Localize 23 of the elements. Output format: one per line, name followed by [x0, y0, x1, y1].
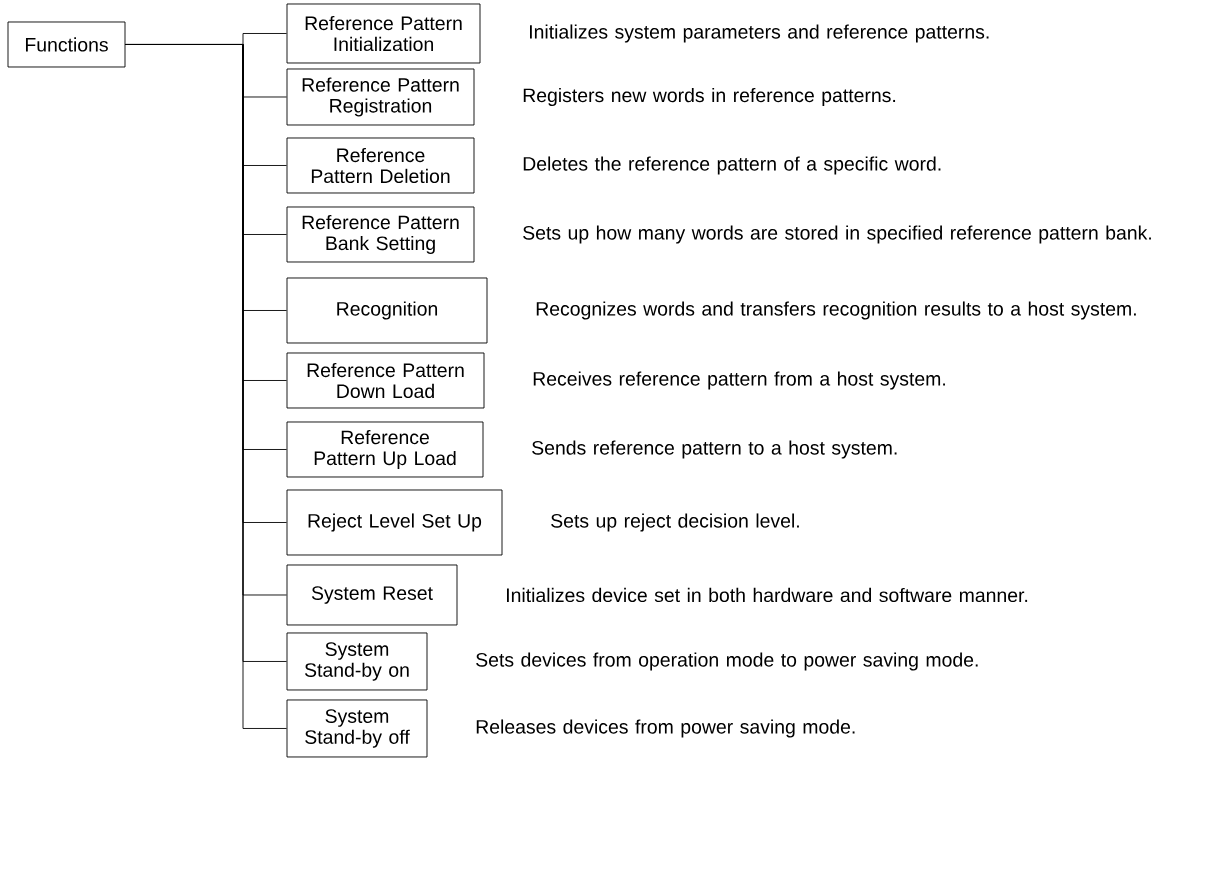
function-box: Reference Pattern Down Load — [286, 352, 485, 409]
description-text: Receives reference pattern from a host system. — [533, 371, 945, 390]
description-text: Registers new words in reference patterns. — [523, 87, 896, 107]
function-box: Reference Pattern Bank Setting — [286, 206, 475, 263]
root-box: Functions — [7, 21, 126, 68]
description-text: Sets up reject decision level. — [551, 513, 799, 532]
description-text: Initializes system parameters and reference patterns. — [530, 24, 989, 43]
function-box: System Stand-by on — [286, 632, 428, 691]
description-text: Deletes the reference pattern of a specific word. — [523, 156, 941, 175]
description-text: Sets up how many words are stored in specified reference pattern bank. — [523, 225, 1151, 244]
function-box: System Stand-by off — [286, 699, 428, 758]
function-box: Reference Pattern Up Load — [286, 421, 484, 478]
function-box: Reference Pattern Registration — [286, 68, 475, 126]
description-text: Sends reference pattern to a host system. — [532, 440, 897, 459]
function-box: System Reset — [286, 564, 458, 626]
description-text: Initializes device set in both hardware and software manner. — [507, 587, 1028, 603]
description-text: Sets devices from operation mode to power saving mode. — [476, 652, 978, 671]
function-box: Reference Pattern Deletion — [286, 137, 475, 194]
description-text: Recognizes words and transfers recognition results to a host system. — [536, 301, 1136, 320]
function-box: Recognition — [286, 277, 488, 344]
description-text: Releases devices from power saving mode. — [476, 719, 855, 738]
function-box: Reject Level Set Up — [286, 489, 503, 556]
function-box: Reference Pattern Initialization — [286, 3, 481, 64]
